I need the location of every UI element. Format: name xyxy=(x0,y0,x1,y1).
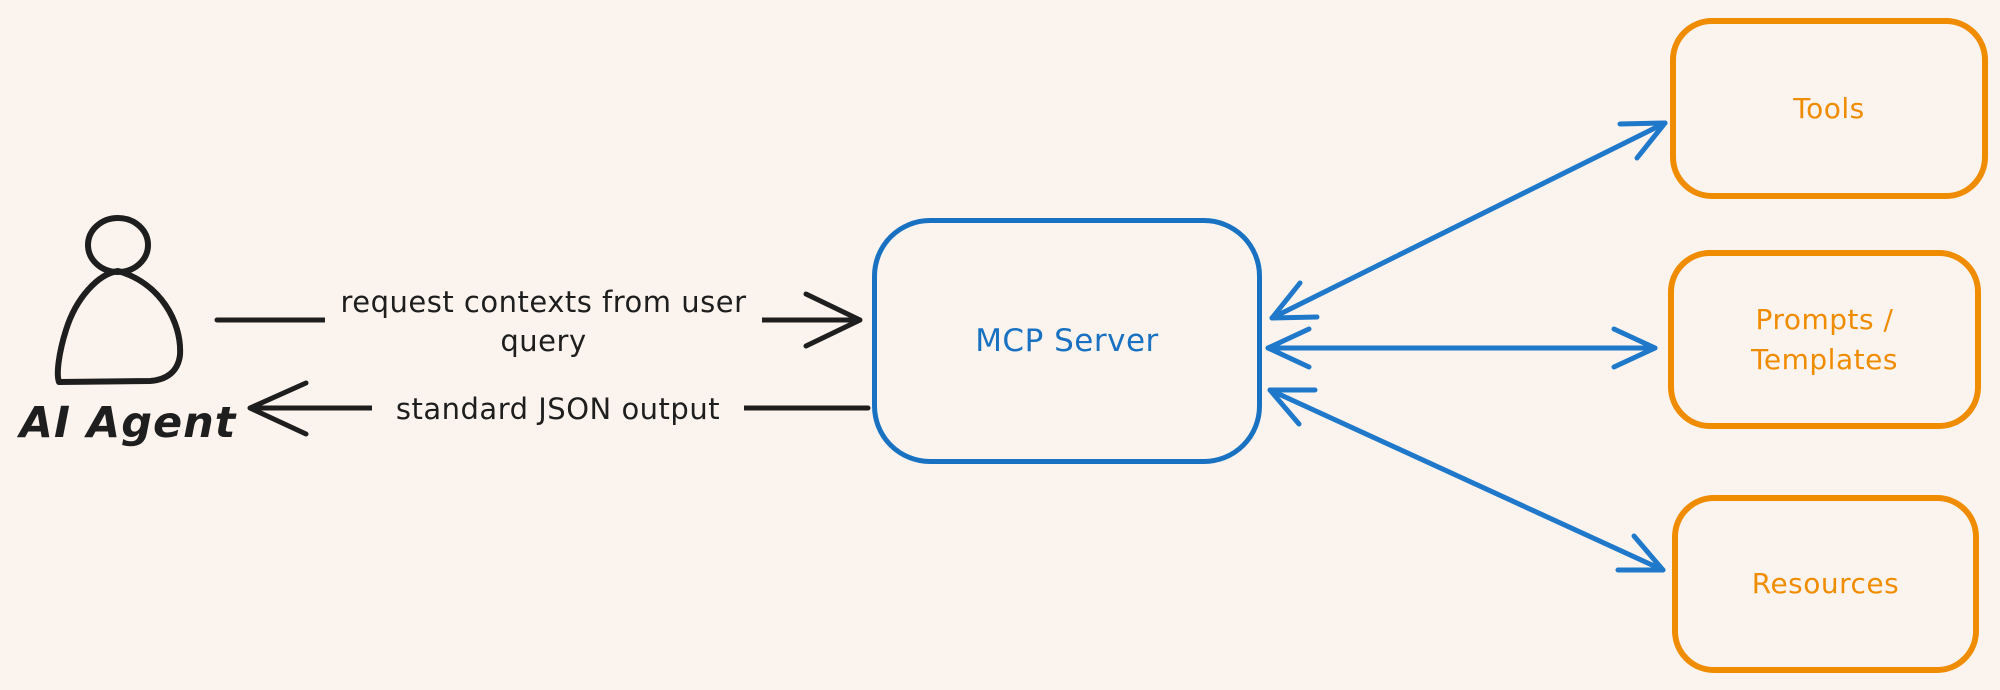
request-arrow-label: request contexts from user query xyxy=(325,281,762,363)
tools-box: Tools xyxy=(1670,18,1988,199)
mcp-server-label: MCP Server xyxy=(975,323,1159,359)
mcp-server-box: MCP Server xyxy=(872,218,1262,464)
prompts-templates-label: Prompts / Templates xyxy=(1751,302,1898,376)
prompts-templates-box: Prompts / Templates xyxy=(1668,250,1981,429)
agent-label: AI Agent xyxy=(19,398,237,448)
resources-box: Resources xyxy=(1672,495,1979,673)
prompts-arrow xyxy=(1265,326,1658,370)
resources-arrow xyxy=(1267,387,1666,573)
tools-arrow xyxy=(1269,120,1668,321)
resources-label: Resources xyxy=(1751,567,1900,600)
tools-label: Tools xyxy=(1793,91,1865,125)
person-icon xyxy=(54,215,184,385)
response-arrow-label: standard JSON output xyxy=(372,388,744,431)
